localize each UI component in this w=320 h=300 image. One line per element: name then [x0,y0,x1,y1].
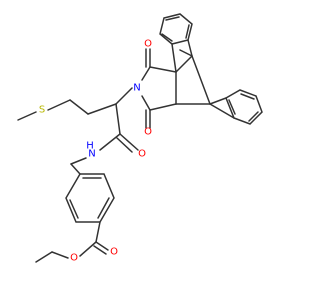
amide-oxygen-label: O [138,149,146,160]
bond [95,221,101,243]
bond [70,163,81,175]
imide-nitrogen-label: N [133,83,140,94]
bond [79,241,97,257]
bond [115,103,121,135]
bond [165,16,180,21]
bond [161,33,173,42]
amide-nitrogen-label: N [88,149,95,160]
bond [149,66,177,73]
bond [191,55,211,105]
bond [69,99,89,115]
bond [187,39,193,57]
imide-oxygen-bottom-label: O [144,127,152,138]
bond [179,49,193,57]
bond [47,99,71,111]
atom-labels: S H N O O N O O O [39,39,152,264]
bond [87,103,117,115]
bond [97,197,110,219]
bond [248,111,259,122]
ester-carbonyl-oxygen-label: O [110,247,118,258]
bond [141,66,151,81]
imide-oxygen-top-label: O [144,39,152,50]
bond [228,99,236,115]
phenyl-ring [65,173,115,223]
benzo-ring-top [159,13,193,45]
bond [35,251,53,263]
bond [209,103,235,119]
ester-ether-oxygen-label: O [70,253,78,264]
bond [17,111,37,121]
bond [119,133,139,151]
bond [185,24,190,39]
bond [175,55,193,73]
bond [240,93,255,100]
bond [99,133,121,151]
structure-svg: S H N O O N O O O [17,13,263,264]
bond [116,137,133,153]
bond [93,245,107,255]
bond [115,87,133,105]
bond [95,241,109,251]
bond [70,157,87,165]
sulfur-atom-label: S [39,105,45,116]
bond [141,95,151,111]
bond [209,97,227,105]
bond [171,43,177,73]
bond [51,251,69,259]
bond [149,103,177,111]
bond [69,199,79,219]
bonds [17,13,263,263]
amide-nh-h-label: H [86,141,94,152]
molecule-diagram: S H N O O N O O O [17,13,263,264]
